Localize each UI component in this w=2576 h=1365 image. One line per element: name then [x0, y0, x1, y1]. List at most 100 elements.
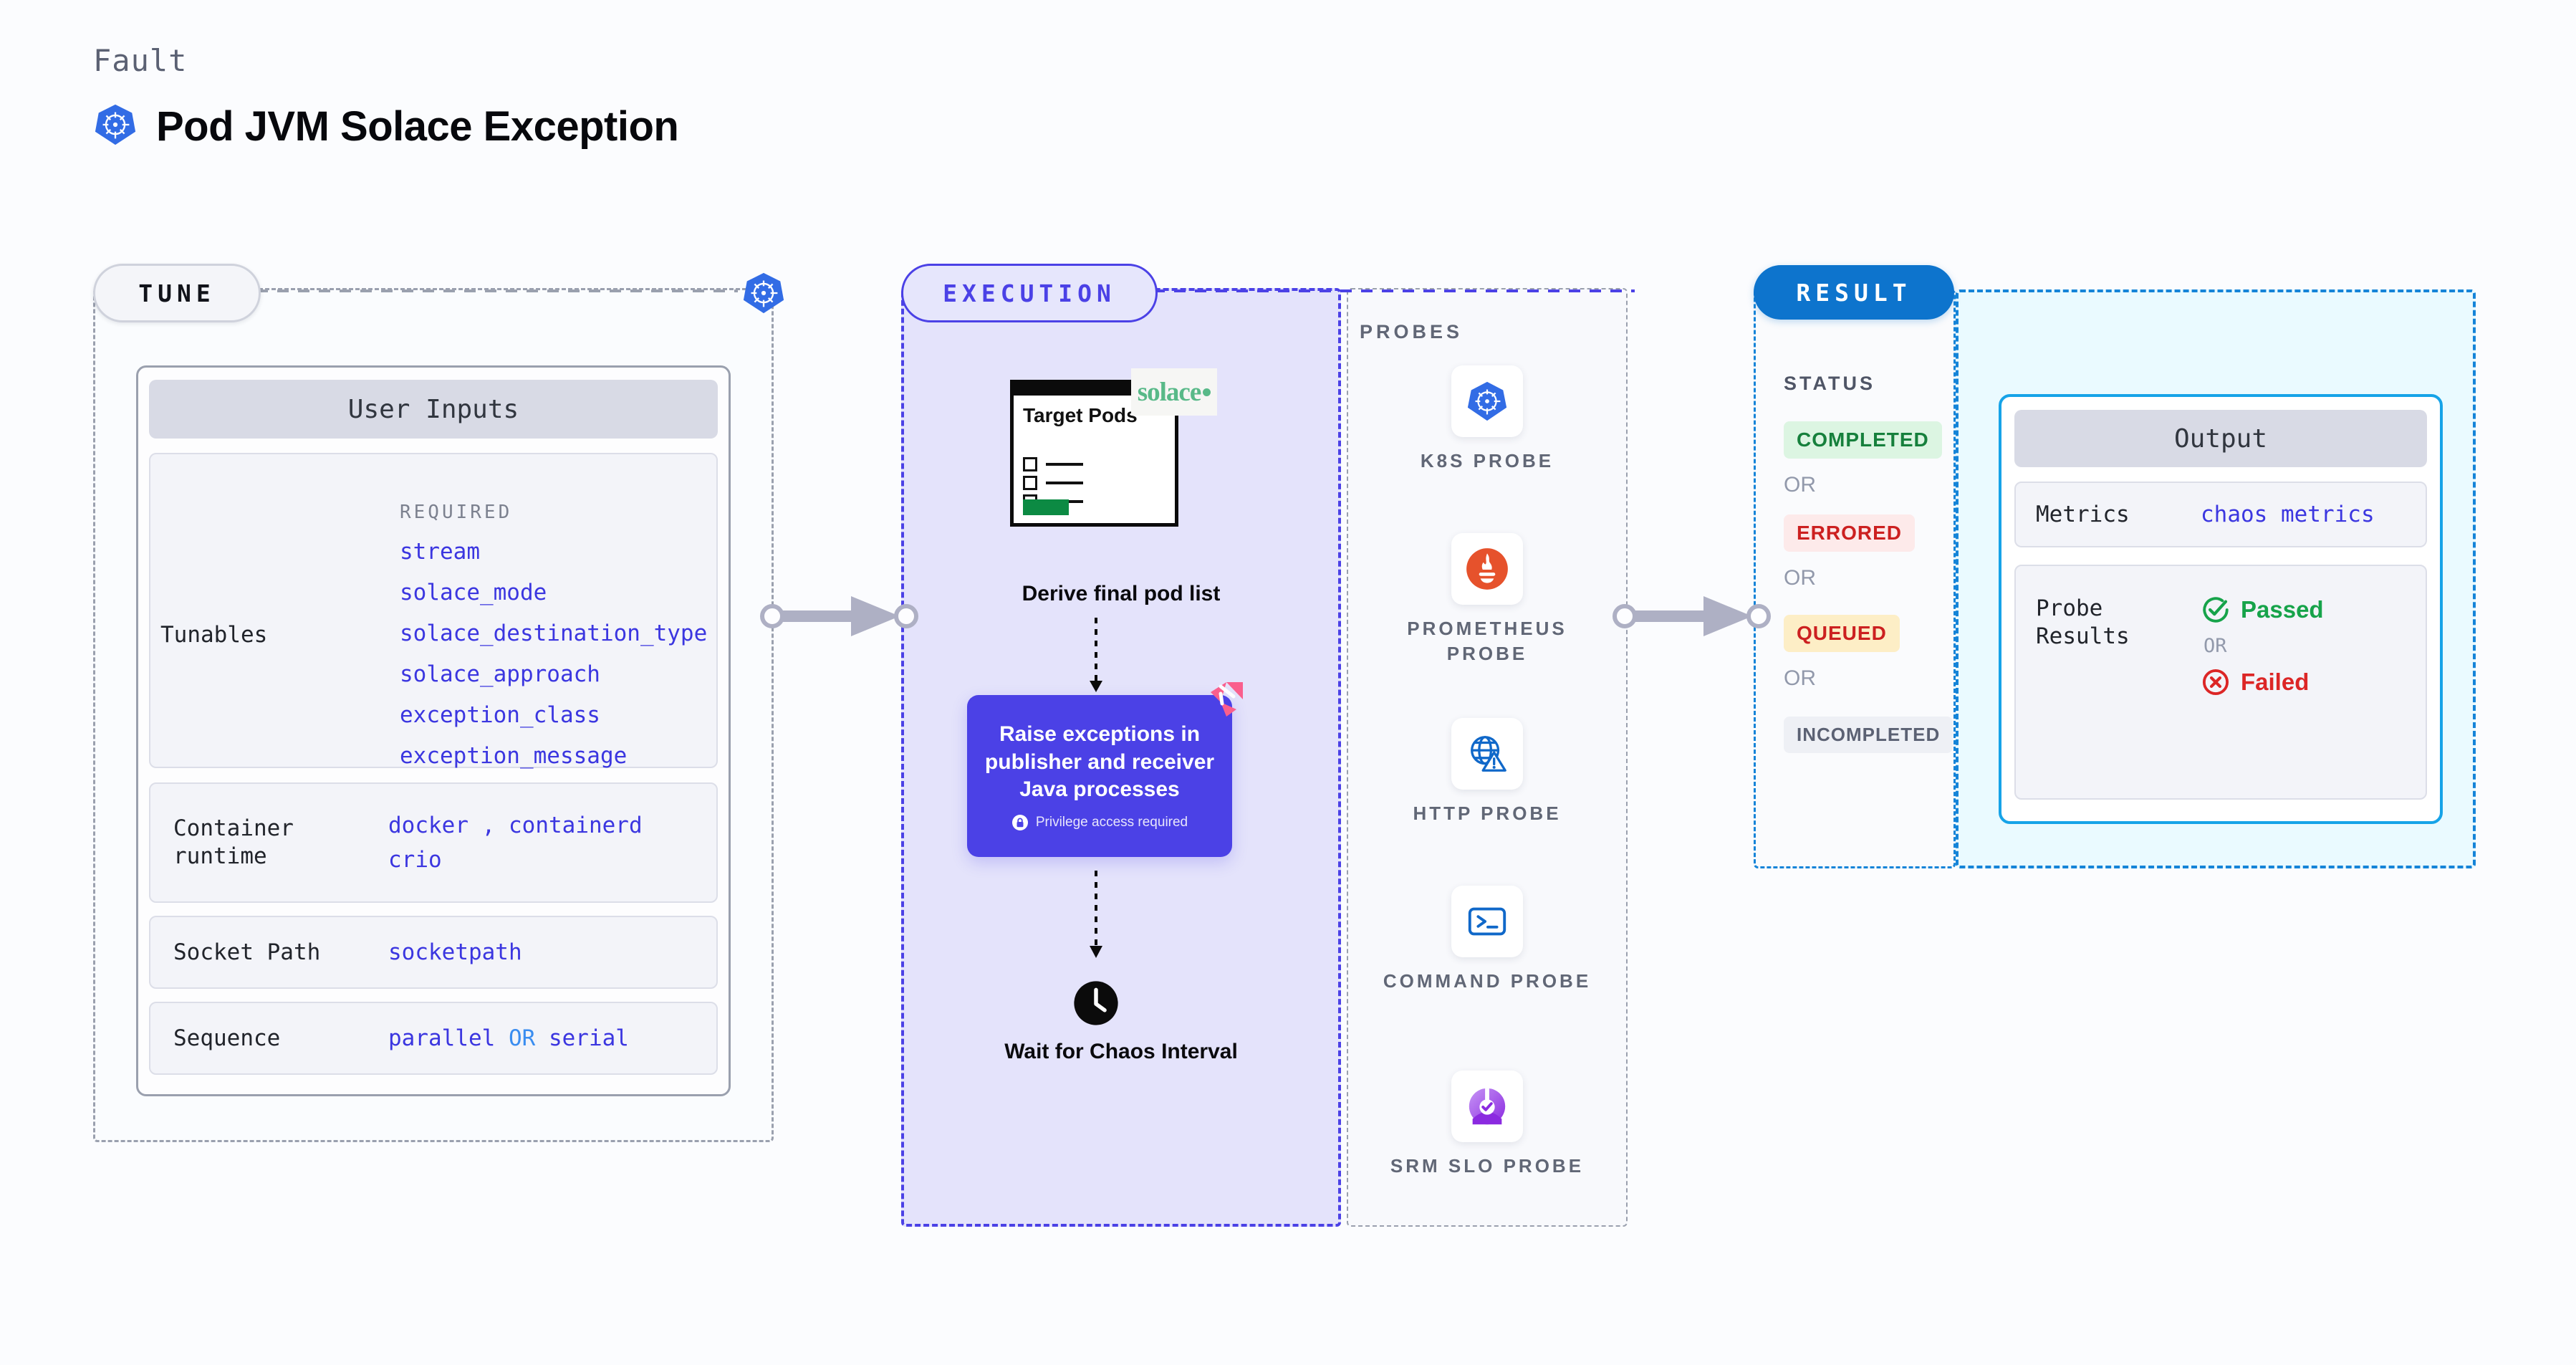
status-or: OR: [1784, 566, 1816, 590]
passed-text: Passed: [2241, 596, 2324, 623]
sequence-row: Sequence parallel OR serial: [149, 1002, 718, 1075]
privilege-note-row: Privilege access required: [1011, 814, 1188, 831]
prometheus-icon: [1451, 533, 1523, 605]
action-text: Raise exceptions in publisher and receiv…: [984, 722, 1215, 802]
probe-label: HTTP PROBE: [1413, 803, 1562, 824]
probe-result-failed: Failed: [2201, 667, 2324, 697]
probe-results-row: Probe Results Passed OR Failed: [2014, 565, 2427, 800]
litmus-chaos-icon: [1211, 682, 1243, 717]
probe-label: PROMETHEUS PROBE: [1407, 618, 1567, 665]
sequence-separator: OR: [508, 1025, 536, 1051]
runtime-docker: docker: [388, 812, 468, 838]
tune-tag-connector-line: [256, 289, 738, 292]
action-card: Raise exceptions in publisher and receiv…: [967, 682, 1243, 857]
runtime-crio: crio: [388, 847, 442, 873]
probe-results-label: Probe Results: [2036, 595, 2130, 649]
target-pods-item: [1023, 476, 1083, 490]
probe-http[interactable]: HTTP PROBE: [1380, 718, 1595, 826]
sequence-serial: serial: [548, 1025, 629, 1051]
required-heading: REQUIRED: [400, 502, 513, 523]
execution-tag-connector-line: [1153, 289, 1635, 292]
probes-heading: PROBES: [1360, 321, 1464, 343]
execution-to-result-arrow: [1613, 596, 1771, 636]
wait-for-chaos-interval-label: Wait for Chaos Interval: [1004, 1040, 1238, 1063]
line-glyph: [1046, 482, 1083, 484]
sequence-parallel: parallel: [388, 1025, 496, 1051]
runtime-separator: ,: [481, 812, 496, 838]
clock-icon: [1071, 978, 1121, 1028]
lock-icon: [1011, 814, 1028, 830]
user-inputs-title: User Inputs: [149, 380, 718, 439]
failed-text: Failed: [2241, 669, 2310, 695]
terminal-icon: [1451, 886, 1523, 957]
tune-tag: TUNE: [93, 264, 261, 322]
srm-slo-icon: [1451, 1071, 1523, 1142]
target-pods-title: Target Pods: [1023, 404, 1138, 426]
tunable-item: solace_approach: [400, 661, 600, 687]
probe-label: COMMAND PROBE: [1383, 970, 1592, 992]
runtime-containerd: containerd: [509, 812, 643, 838]
tunable-item: exception_class: [400, 702, 600, 728]
probe-results-values: Passed OR Failed: [2201, 595, 2324, 697]
solace-dot: [1203, 388, 1211, 396]
container-runtime-values: docker , containerd crio: [388, 808, 643, 877]
check-circle-icon: [2203, 597, 2229, 623]
metrics-row: Metrics chaos metrics: [2014, 482, 2427, 547]
result-tag: RESULT: [1754, 265, 1954, 320]
tunable-item: stream: [400, 539, 480, 565]
tunables-row: [149, 453, 718, 768]
status-badge-errored: ERRORED: [1784, 514, 1916, 552]
globe-warning-icon: [1451, 718, 1523, 790]
probe-command[interactable]: COMMAND PROBE: [1380, 886, 1595, 994]
tunable-item: solace_mode: [400, 580, 547, 605]
line-glyph: [1046, 463, 1083, 466]
metrics-label: Metrics: [2036, 501, 2130, 527]
flow-arrow-down: [1090, 618, 1102, 692]
page-title-row: Pod JVM Solace Exception: [93, 102, 679, 150]
target-pods-card: Target Pods solace: [1010, 368, 1217, 527]
status-badge-completed: COMPLETED: [1784, 421, 1942, 459]
sequence-values: parallel OR serial: [388, 1021, 629, 1055]
probe-srm-slo[interactable]: SRM SLO PROBE: [1380, 1071, 1595, 1179]
kubernetes-icon: [93, 102, 138, 150]
target-pods-selected-bar: [1023, 499, 1069, 515]
result-panel: [1754, 289, 1956, 868]
tune-to-execution-arrow: [760, 596, 918, 636]
tunable-item: exception_message: [400, 743, 628, 769]
output-title: Output: [2014, 410, 2427, 467]
page-title: Pod JVM Solace Exception: [156, 103, 679, 150]
probe-results-or: OR: [2203, 635, 2227, 657]
socket-path-row: Socket Path socketpath: [149, 916, 718, 989]
status-or: OR: [1784, 473, 1816, 497]
target-pods-item: [1023, 457, 1083, 471]
tunables-label: Tunables: [160, 622, 268, 648]
kubernetes-icon: [1451, 365, 1523, 437]
status-badge-queued: QUEUED: [1784, 615, 1900, 652]
container-runtime-row: Container runtime docker , containerd cr…: [149, 782, 718, 903]
kubernetes-icon: [741, 271, 786, 315]
derive-final-pod-list-label: Derive final pod list: [1022, 582, 1221, 605]
flow-arrow-down: [1090, 871, 1102, 958]
probe-result-passed: Passed: [2201, 595, 2324, 625]
x-circle-icon: [2202, 669, 2229, 696]
checkbox-icon: [1023, 457, 1037, 471]
privilege-note: Privilege access required: [1035, 814, 1188, 830]
sequence-label: Sequence: [173, 1025, 281, 1051]
socket-path-value: socketpath: [388, 939, 522, 965]
tunables-values: stream solace_mode solace_destination_ty…: [400, 539, 707, 784]
page-header: Fault Pod JVM Solace Exception: [93, 43, 679, 150]
status-or: OR: [1784, 666, 1816, 690]
socket-path-label: Socket Path: [173, 939, 321, 965]
execution-tag: EXECUTION: [901, 264, 1158, 322]
status-heading: STATUS: [1784, 373, 1875, 394]
probe-label: K8S PROBE: [1420, 450, 1554, 471]
checkbox-icon: [1023, 476, 1037, 490]
status-badge-incompleted: INCOMPLETED: [1784, 717, 1953, 753]
container-runtime-label: Container runtime: [173, 815, 294, 869]
metrics-value: chaos metrics: [2201, 501, 2375, 527]
fault-eyebrow: Fault: [93, 43, 188, 78]
probe-prometheus[interactable]: PROMETHEUS PROBE: [1380, 533, 1595, 666]
tunable-item: solace_destination_type: [400, 621, 708, 646]
solace-logo: solace: [1131, 368, 1217, 416]
probe-k8s[interactable]: K8S PROBE: [1380, 365, 1595, 474]
